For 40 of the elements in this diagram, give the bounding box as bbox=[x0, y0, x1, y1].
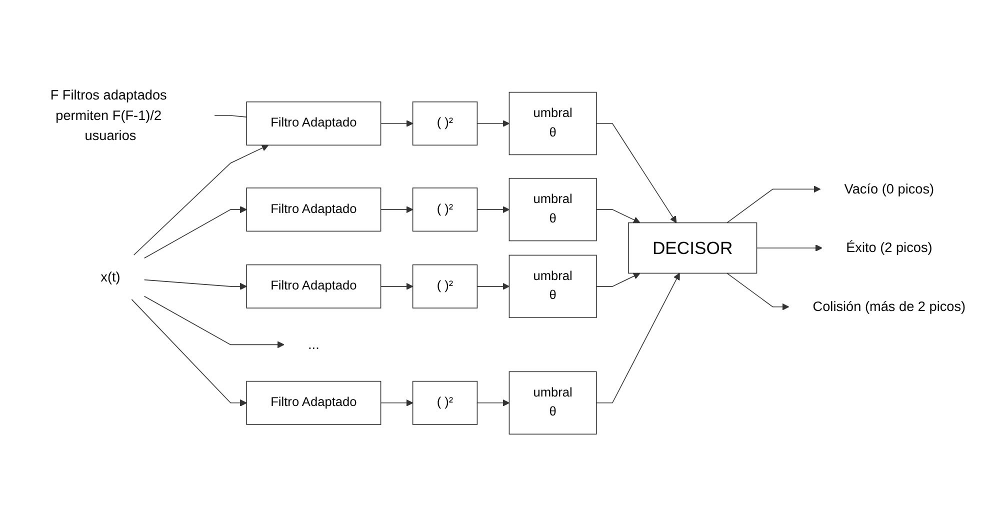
node-box: ( )² bbox=[412, 264, 478, 308]
connector bbox=[214, 115, 247, 118]
arrow bbox=[726, 186, 821, 224]
arrow bbox=[380, 399, 414, 406]
arrow bbox=[476, 120, 510, 128]
arrow bbox=[596, 209, 640, 224]
arrow bbox=[596, 123, 677, 224]
node-box: ( )² bbox=[412, 188, 478, 232]
node-box: Filtro Adaptado bbox=[246, 264, 382, 308]
arrow bbox=[476, 399, 510, 406]
node-box: Filtro Adaptado bbox=[246, 188, 382, 232]
node-box: Filtro Adaptado bbox=[246, 102, 382, 146]
node-box: umbral θ bbox=[508, 254, 597, 318]
node-text: F Filtros adaptados permiten F(F-1)/2 usuarios bbox=[50, 87, 167, 144]
arrow bbox=[144, 296, 284, 348]
arrow bbox=[596, 272, 640, 287]
node-text: Vacío (0 picos) bbox=[844, 181, 934, 197]
arrow bbox=[131, 299, 247, 406]
arrow bbox=[144, 279, 247, 290]
node-box: umbral θ bbox=[508, 178, 597, 242]
arrow bbox=[596, 272, 680, 404]
arrow bbox=[380, 282, 414, 290]
node-box: DECISOR bbox=[628, 222, 758, 274]
node-box: umbral θ bbox=[508, 92, 597, 156]
node-box: ( )² bbox=[412, 102, 478, 146]
node-box: umbral θ bbox=[508, 371, 597, 435]
node-text: Éxito (2 picos) bbox=[846, 240, 932, 256]
arrow bbox=[476, 206, 510, 214]
arrow bbox=[144, 206, 247, 259]
node-text: x(t) bbox=[100, 269, 120, 285]
arrow bbox=[756, 244, 822, 252]
arrow bbox=[726, 272, 790, 310]
node-box: Filtro Adaptado bbox=[246, 380, 382, 425]
node-box: ( )² bbox=[412, 380, 478, 425]
arrow bbox=[133, 144, 269, 256]
arrow bbox=[380, 120, 414, 128]
arrow bbox=[476, 282, 510, 290]
node-text: Colisión (más de 2 picos) bbox=[812, 299, 966, 314]
node-text: ... bbox=[308, 336, 320, 352]
arrow bbox=[380, 206, 414, 214]
